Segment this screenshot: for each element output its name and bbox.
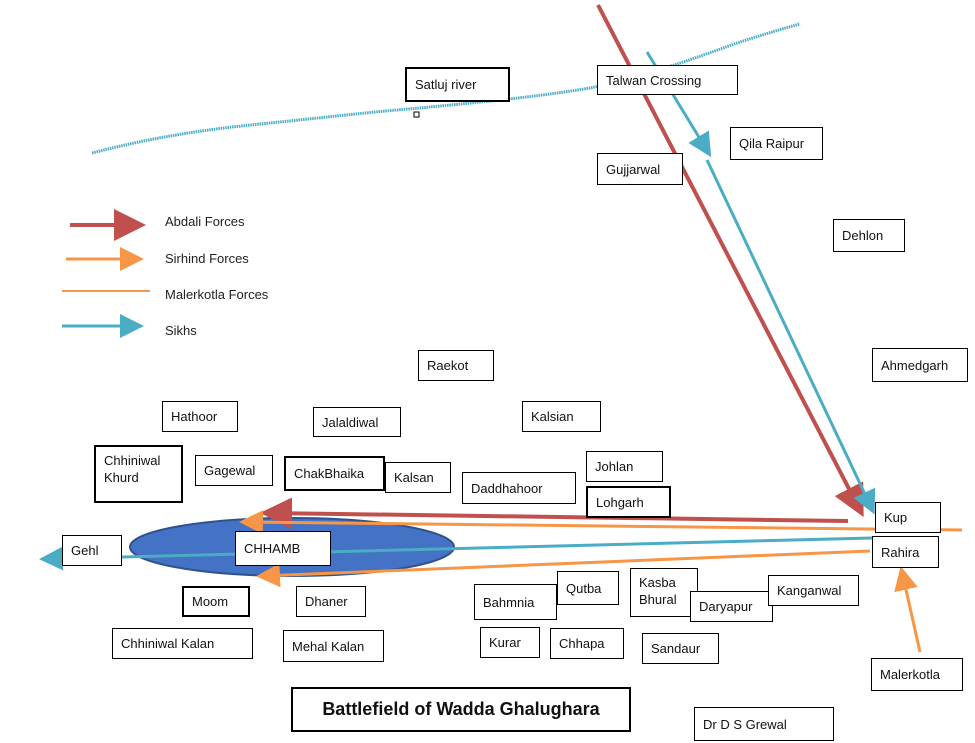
place-kurar: Kurar [480,627,540,658]
place-sandaur: Sandaur [642,633,719,664]
place-kasba-bhural: Kasba Bhural [630,568,698,617]
place-moom: Moom [182,586,250,617]
place-rahira: Rahira [872,536,939,568]
place-ahmedgarh: Ahmedgarh [872,348,968,382]
place-chhapa: Chhapa [550,628,624,659]
legend-label-sirhind: Sirhind Forces [165,251,249,266]
place-dehlon: Dehlon [833,219,905,252]
legend-label-sikhs: Sikhs [165,323,197,338]
sikhs-retreat-arrow [39,536,873,571]
place-kalsian: Kalsian [522,401,601,432]
place-mehal-kalan: Mehal Kalan [283,630,384,662]
place-qila-raipur: Qila Raipur [730,127,823,160]
place-lohgarh: Lohgarh [586,486,671,518]
abdali-pursuit-arrow [260,497,849,530]
map-title: Battlefield of Wadda Ghalughara [291,687,631,732]
place-daryapur: Daryapur [690,591,773,622]
place-daddhahoor: Daddhahoor [462,472,576,504]
place-chhiniwal-khurd: Chhiniwal Khurd [94,445,183,503]
satluj-river-line [91,22,801,155]
place-hathoor: Hathoor [162,401,238,432]
place-gehl: Gehl [62,535,122,566]
sikhs-march-arrow [705,159,876,515]
place-qutba: Qutba [557,571,619,605]
place-talwan-crossing: Talwan Crossing [597,65,738,95]
place-gujjarwal: Gujjarwal [597,153,683,185]
place-satluj-river: Satluj river [405,67,510,102]
malerkotla-pursuit-arrow [256,549,871,588]
place-chhiniwal-kalan: Chhiniwal Kalan [112,628,253,659]
place-malerkotla: Malerkotla [871,658,963,691]
place-chakbhaika: ChakBhaika [284,456,385,491]
malerkotla-advance-arrow [894,566,922,653]
place-kanganwal: Kanganwal [768,575,859,606]
legend-label-malerkotla: Malerkotla Forces [165,287,269,302]
place-gagewal: Gagewal [195,455,273,486]
river-marker [413,111,420,118]
place-chhamb: CHHAMB [235,531,331,566]
place-jalaldiwal: Jalaldiwal [313,407,401,437]
place-raekot: Raekot [418,350,494,381]
map-credit: Dr D S Grewal [694,707,834,741]
place-kup: Kup [875,502,941,533]
place-johlan: Johlan [586,451,663,482]
place-kalsan: Kalsan [385,462,451,493]
legend-label-abdali: Abdali Forces [165,214,245,229]
place-dhaner: Dhaner [296,586,366,617]
sirhind-arrow [239,510,963,535]
place-bahmnia: Bahmnia [474,584,557,620]
